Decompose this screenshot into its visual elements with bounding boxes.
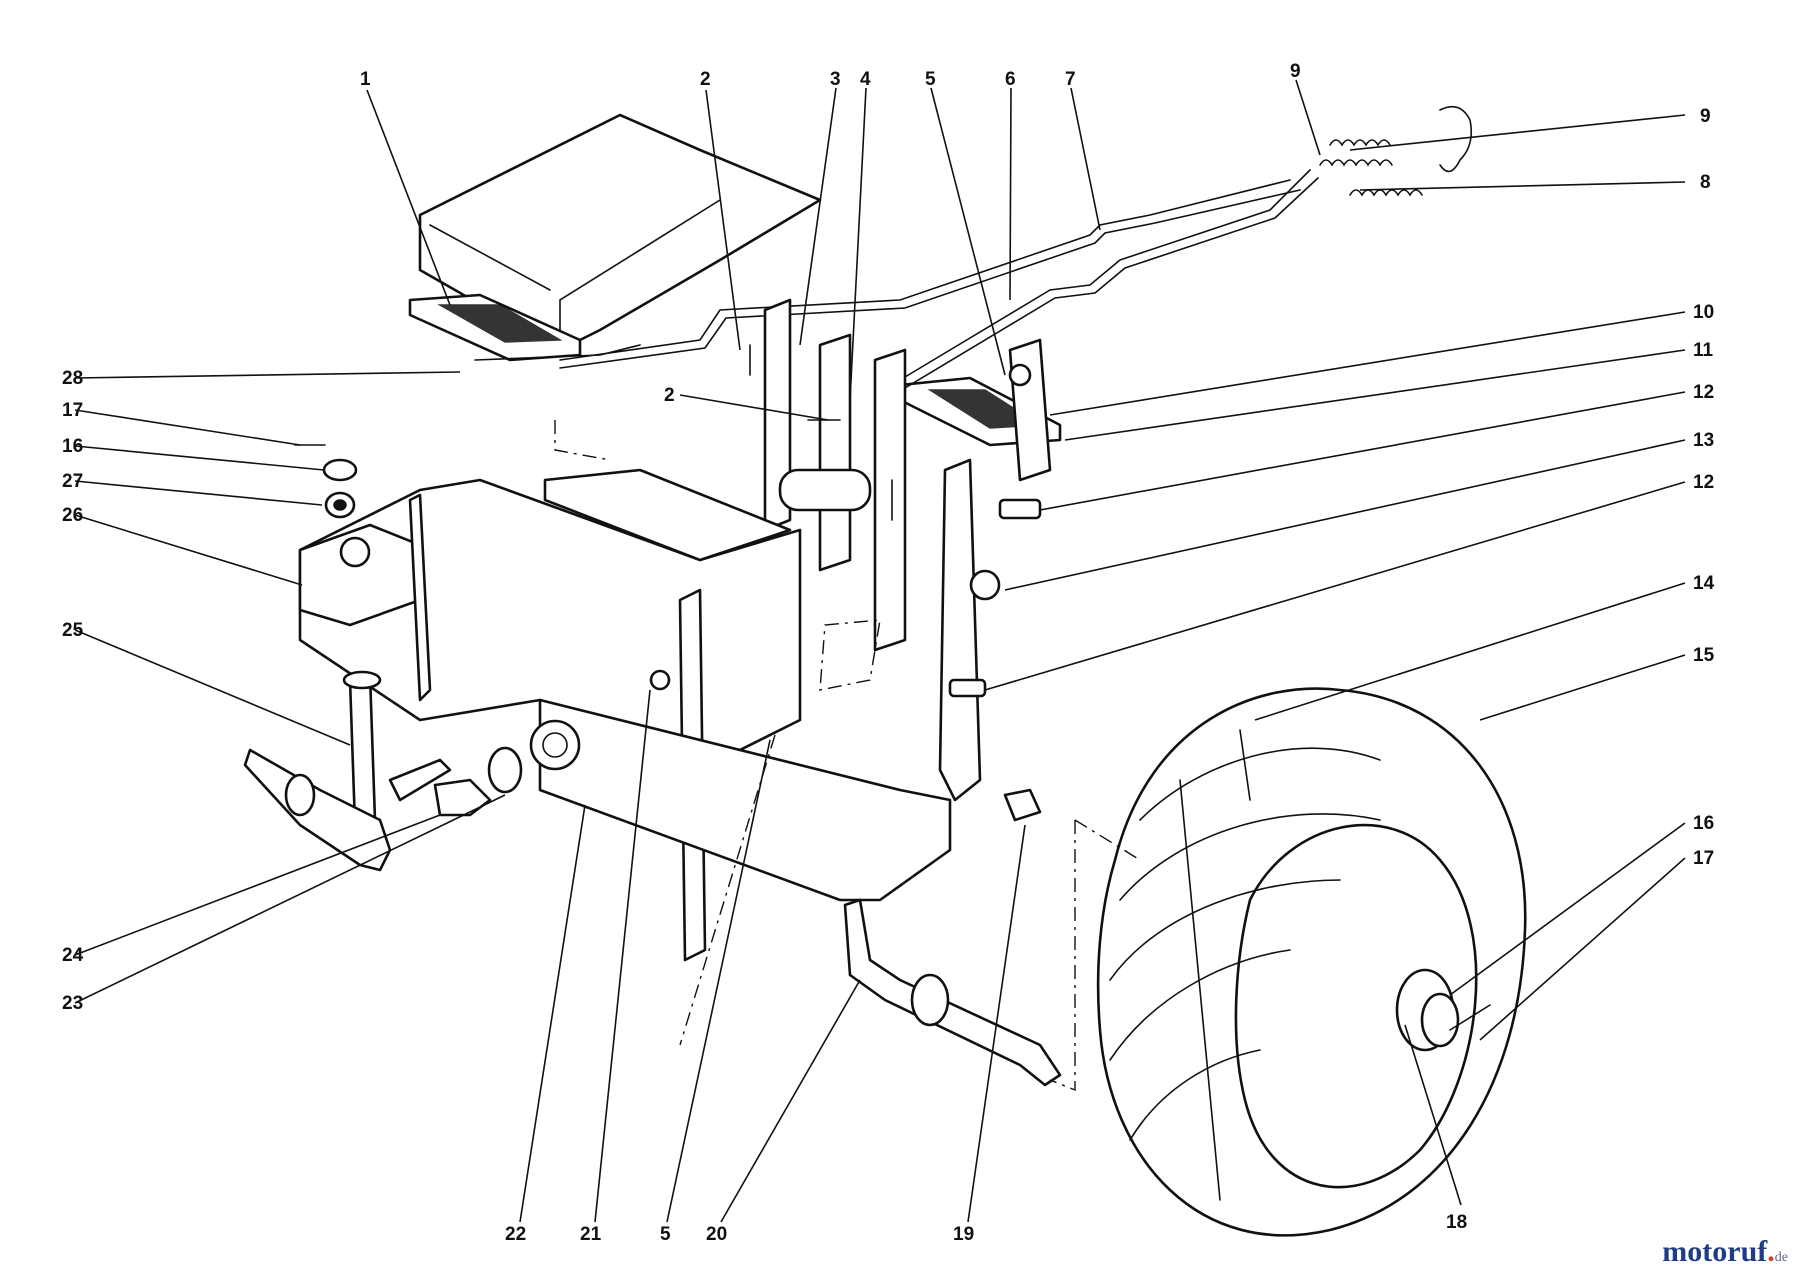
callout-3: 3 — [830, 69, 841, 90]
pivot-brackets — [763, 298, 1052, 802]
callout-16: 16 — [62, 436, 83, 457]
leader-lines — [74, 79, 1686, 1223]
callout-2: 2 — [664, 385, 675, 406]
callout-10: 10 — [1693, 302, 1714, 323]
callout-22: 22 — [505, 1224, 526, 1245]
watermark-brand: motoruf — [1662, 1235, 1768, 1268]
callout-19: 19 — [953, 1224, 974, 1245]
callout-27: 27 — [62, 471, 83, 492]
front-spindle — [243, 670, 523, 872]
callout-1: 1 — [360, 69, 371, 90]
hardware-top-left — [294, 444, 358, 519]
watermark-logo: motoruf.de — [1662, 1235, 1788, 1269]
watermark-tld: de — [1774, 1250, 1788, 1265]
axle-tube — [843, 898, 1062, 1087]
callout-6: 6 — [1005, 69, 1016, 90]
callout-16: 16 — [1693, 813, 1714, 834]
callout-7: 7 — [1065, 69, 1076, 90]
callout-12: 12 — [1693, 382, 1714, 403]
callout-20: 20 — [706, 1224, 727, 1245]
callout-17: 17 — [1693, 848, 1714, 869]
callout-2: 2 — [700, 69, 711, 90]
callout-28: 28 — [62, 368, 83, 389]
callout-4: 4 — [860, 69, 871, 90]
callout-9: 9 — [1700, 106, 1711, 127]
callout-26: 26 — [62, 505, 83, 526]
callout-8: 8 — [1700, 172, 1711, 193]
callout-9: 9 — [1290, 61, 1301, 82]
springs — [1319, 105, 1473, 197]
callout-5: 5 — [925, 69, 936, 90]
callout-24: 24 — [62, 945, 84, 966]
bolts-pins — [649, 344, 1042, 822]
callout-12: 12 — [1693, 472, 1714, 493]
callout-23: 23 — [62, 993, 83, 1014]
wheel-assembly — [1096, 687, 1527, 1237]
callout-11: 11 — [1693, 340, 1714, 361]
watermark-dot: . — [1767, 1235, 1775, 1268]
callout-25: 25 — [62, 620, 84, 641]
assembly-lines — [554, 420, 1141, 1092]
callout-18: 18 — [1446, 1212, 1467, 1233]
callout-14: 14 — [1693, 573, 1715, 594]
left-footrest — [408, 293, 582, 362]
control-rods — [474, 169, 1319, 389]
callout-5: 5 — [660, 1224, 671, 1245]
main-frame — [298, 468, 952, 962]
callout-21: 21 — [580, 1224, 602, 1245]
callout-13: 13 — [1693, 430, 1714, 451]
callout-15: 15 — [1693, 645, 1715, 666]
callout-17: 17 — [62, 400, 83, 421]
callout-labels: 1 2 3 4 5 6 7 9 9 8 10 11 12 13 12 14 15… — [62, 61, 1715, 1245]
